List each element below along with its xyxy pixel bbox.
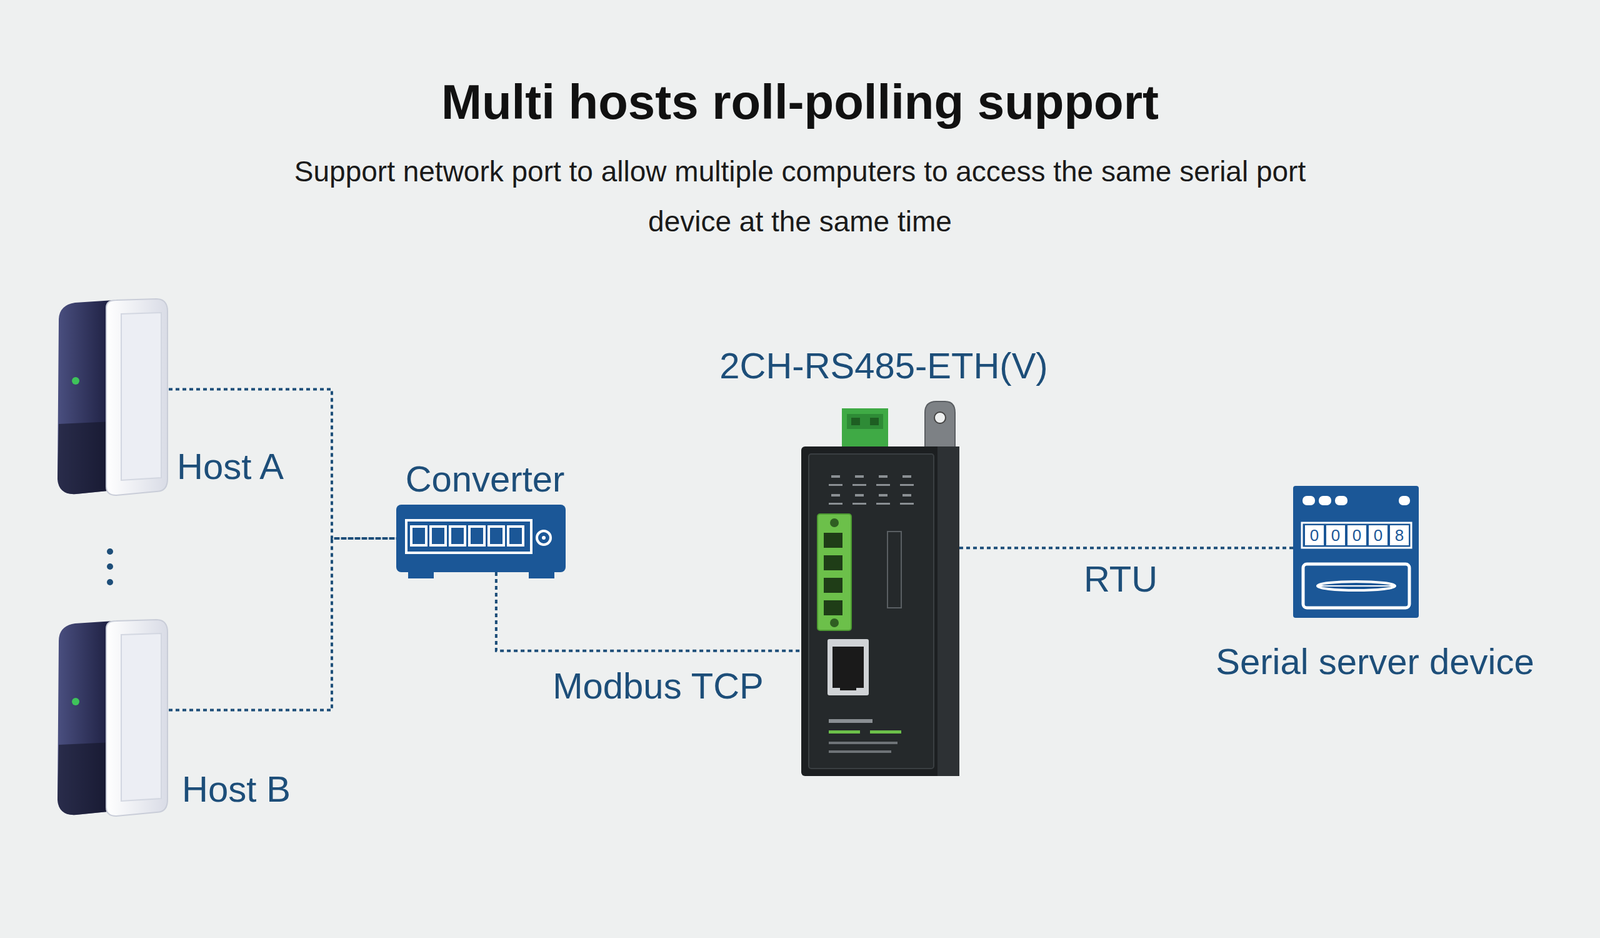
diagram-title: Multi hosts roll-polling support (0, 72, 1600, 132)
dotted-connector (959, 546, 1294, 549)
ellipsis-dots (106, 548, 114, 585)
counter-digit: 0 (1368, 525, 1388, 545)
serial-gateway: 2CH-RS485-ETH(V) (801, 446, 960, 776)
protocol-label: RTU (1080, 558, 1162, 600)
host-computer: Host B (51, 619, 169, 816)
switch-icon (396, 504, 566, 579)
serial-meter: Serial server device (1293, 485, 1419, 618)
counter-digit: 0 (1347, 525, 1367, 545)
subtitle: Support network port to allow multiple c… (284, 146, 1316, 247)
counter-digit: 8 (1390, 525, 1409, 545)
node-label: Host B (181, 768, 291, 810)
counter-digit: 0 (1326, 525, 1345, 545)
node-label: Host A (176, 445, 284, 488)
computer-icon (57, 619, 168, 816)
node-label: 2CH-RS485-ETH(V) (719, 345, 1048, 387)
network-switch: Converter (396, 504, 566, 572)
counter-digit: 0 (1305, 525, 1324, 545)
node-label: Converter (405, 458, 565, 500)
host-computer: Host A (51, 298, 169, 495)
computer-icon (57, 298, 168, 495)
meter-icon (1293, 485, 1419, 618)
dotted-connector (168, 538, 397, 710)
gateway-device (801, 401, 960, 776)
dotted-connector (168, 388, 397, 539)
dotted-connector (496, 571, 802, 651)
node-label: Serial server device (1215, 640, 1534, 683)
protocol-label: Modbus TCP (548, 665, 767, 707)
